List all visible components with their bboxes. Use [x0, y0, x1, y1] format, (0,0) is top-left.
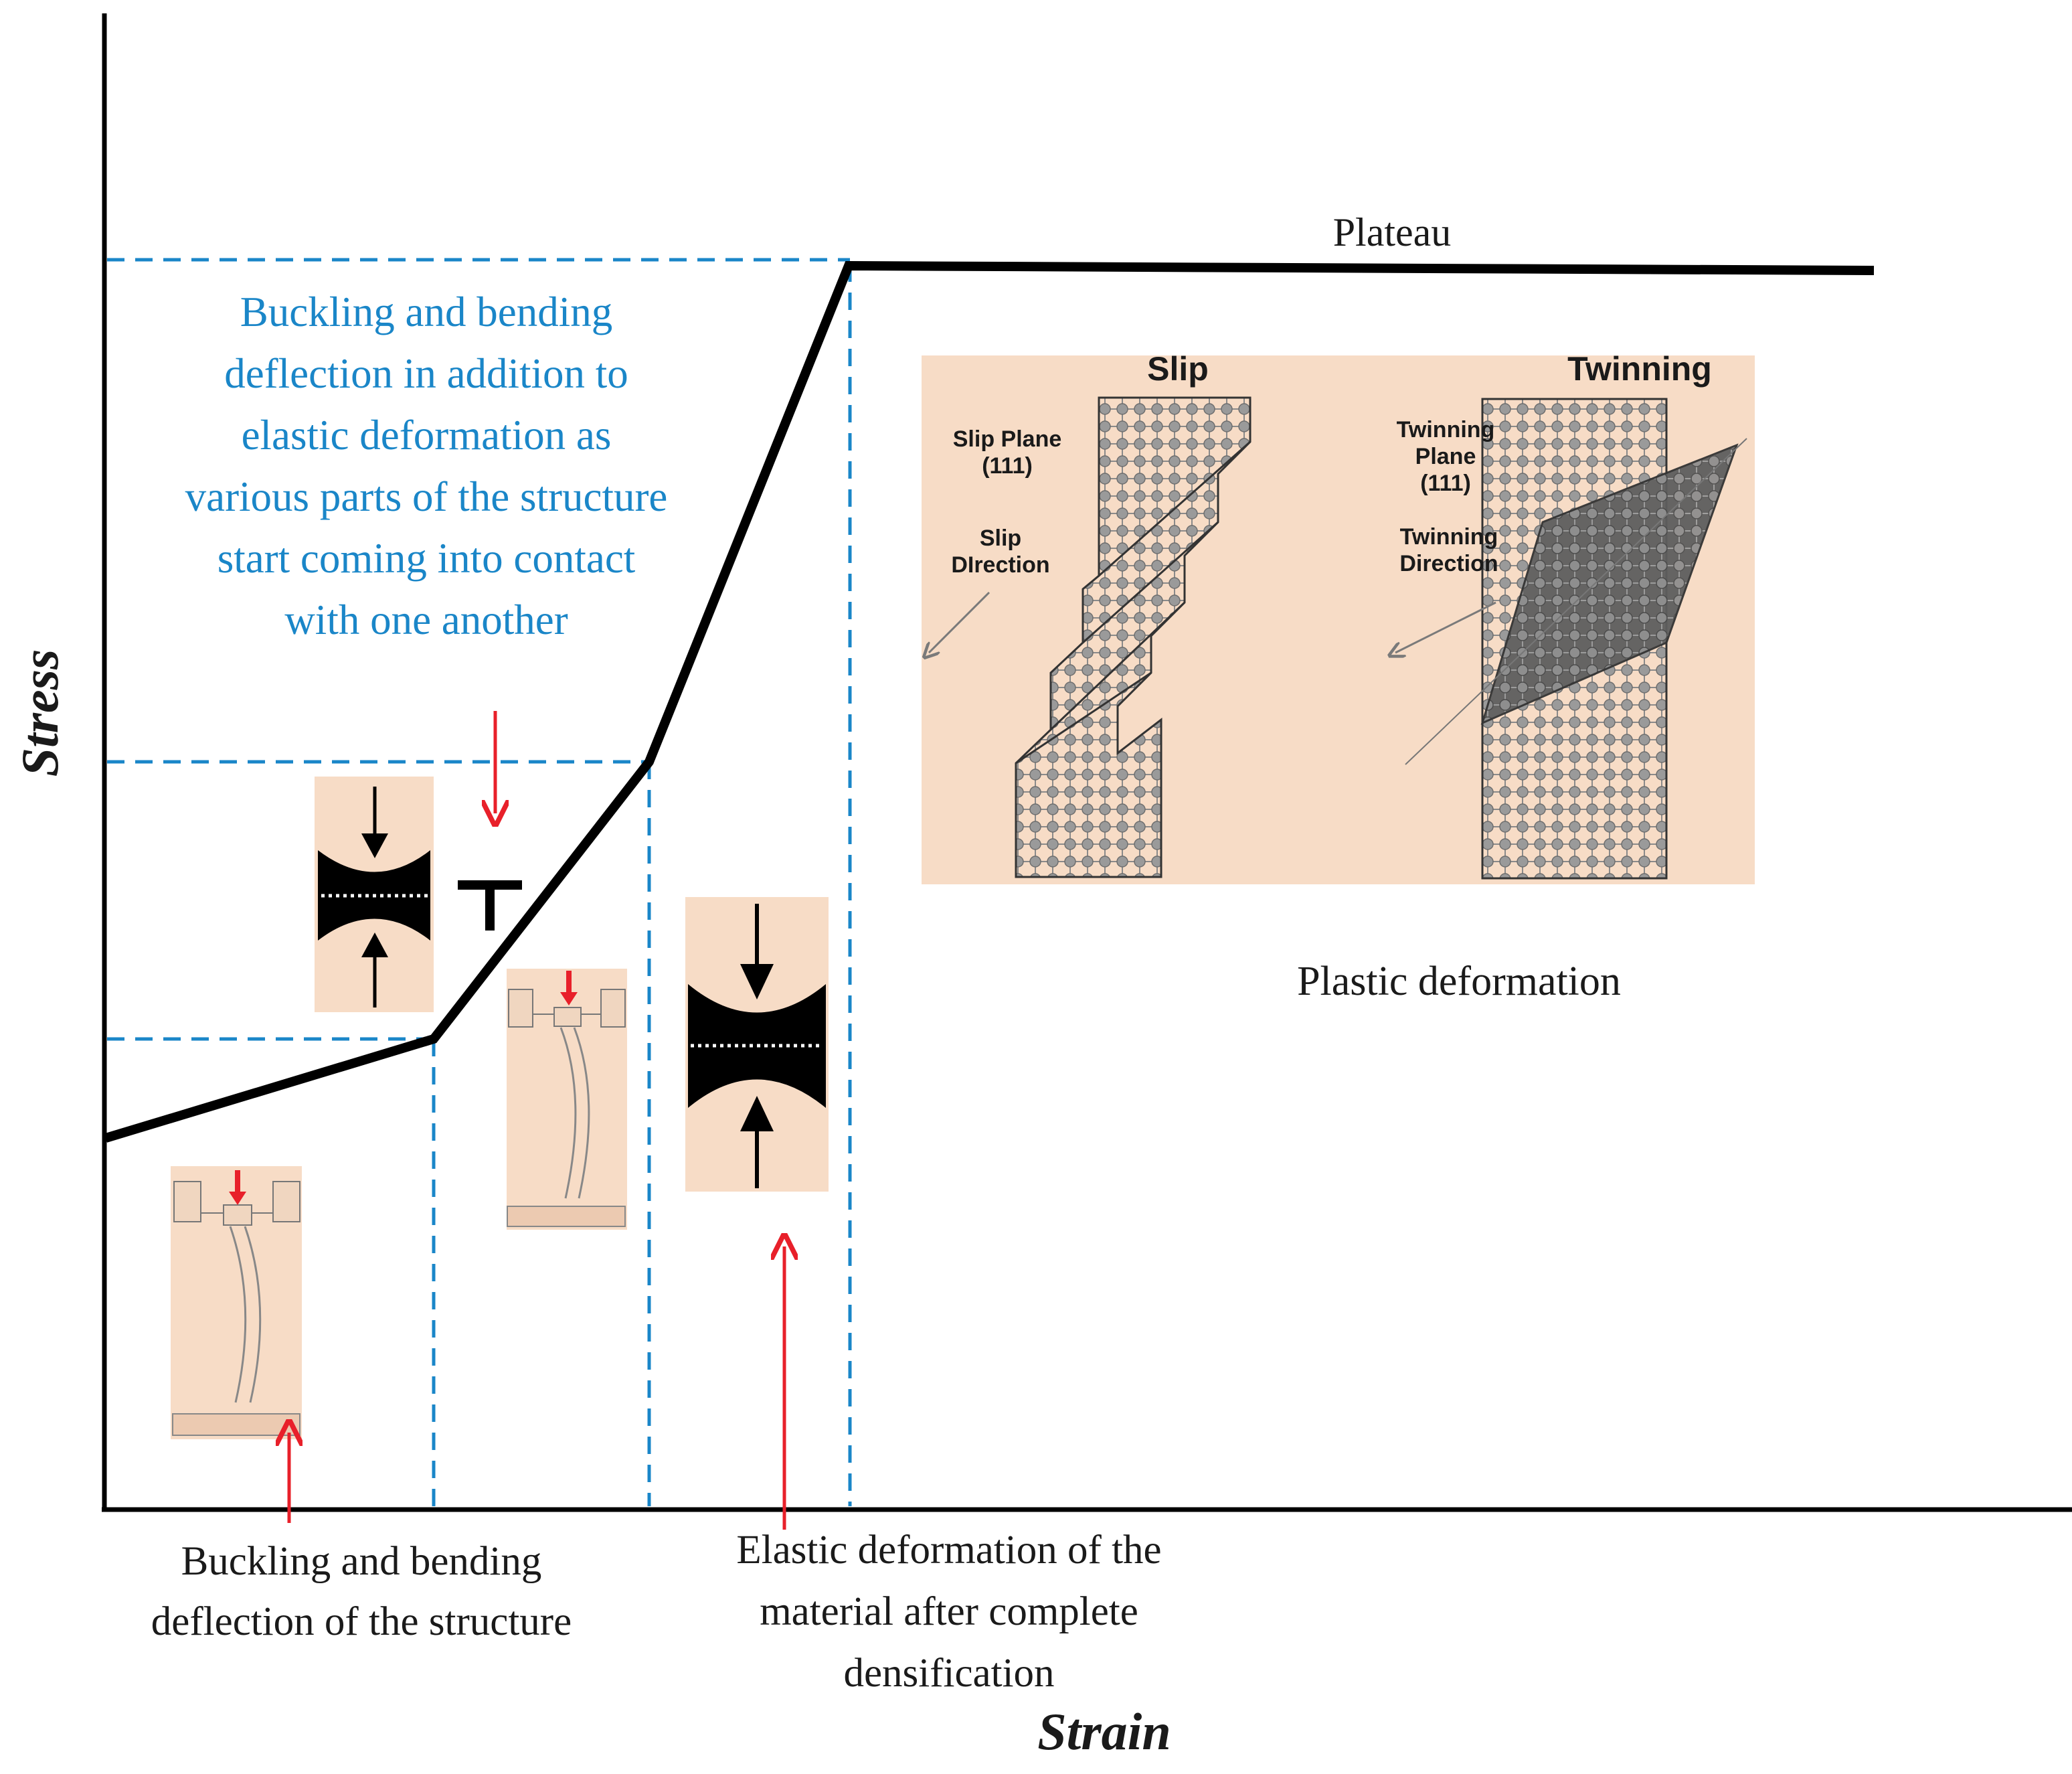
slip-plane-label: Slip Plane (111) — [952, 426, 1062, 479]
buckling-strut-panel-1 — [171, 1166, 302, 1439]
plateau-label: Plateau — [1332, 210, 1452, 254]
slip-direction-arrow — [929, 591, 990, 653]
slip-crystal — [929, 396, 1251, 878]
buckling-contact-label: Buckling and bending deflection in addit… — [185, 289, 668, 643]
twinning-direction-label: Twinning Direction — [1399, 524, 1498, 577]
buckling-structure-label: Buckling and bending deflection of the s… — [151, 1539, 572, 1644]
slip-twinning-inset — [922, 355, 1755, 884]
twinning-plane-label: Twinning Plane (111) — [1396, 417, 1495, 497]
slip-title: Slip — [1147, 350, 1209, 388]
buckling-strut-panel-2 — [507, 969, 627, 1230]
slip-direction-label: Slip DIrection — [951, 526, 1050, 578]
x-axis-title: Strain — [1037, 1702, 1171, 1761]
red-arrows — [289, 711, 784, 1530]
twinning-crystal — [1395, 398, 1747, 880]
y-axis-title: Stress — [11, 649, 69, 777]
twinning-direction-arrow — [1395, 601, 1496, 653]
plastic-deformation-label: Plastic deformation — [1297, 959, 1621, 1004]
twinning-title: Twinning — [1567, 350, 1712, 388]
stress-strain-curve — [104, 260, 1875, 1143]
elastic-densification-label: Elastic deformation of the material afte… — [736, 1528, 1162, 1696]
guide-lines — [107, 258, 852, 1506]
axes — [102, 13, 2072, 1512]
plus-sign — [458, 880, 522, 931]
compression-panel-large — [685, 897, 829, 1192]
compression-panel-small — [315, 777, 434, 1012]
